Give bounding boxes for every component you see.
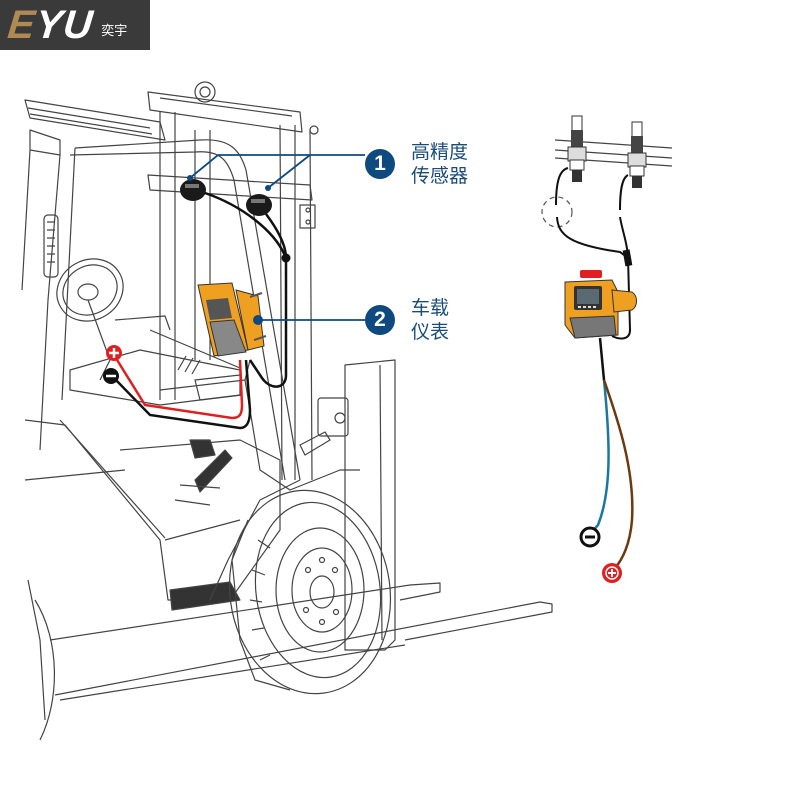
steering-wheel <box>56 258 171 381</box>
sensor-mounted-left <box>180 179 206 201</box>
positive-terminal-output <box>602 563 622 583</box>
callout-label-line: 车载 <box>411 297 450 319</box>
callout-leader-lines <box>189 154 365 321</box>
callout-label-line: 传感器 <box>411 165 469 187</box>
logo-chinese-text: 奕宇 <box>101 23 128 39</box>
positive-terminal-forklift <box>106 345 122 361</box>
callout-number-badge: 1 <box>365 149 395 179</box>
leader-dot <box>253 315 263 325</box>
sensor-mounted-right <box>246 194 272 216</box>
leader-dot <box>187 175 193 181</box>
callout-number-badge: 2 <box>365 305 395 335</box>
negative-terminal-output <box>579 526 601 548</box>
negative-terminal-forklift <box>103 368 119 384</box>
cable-junction <box>281 253 291 263</box>
detail-highlight-circle <box>541 196 573 228</box>
chassis <box>24 379 360 741</box>
sensor-probe-right <box>627 121 647 188</box>
leader-dot <box>265 185 271 191</box>
callout-label: 车载 仪表 <box>411 296 449 344</box>
onboard-instrument <box>197 282 267 357</box>
callout-instrument: 2 车载 仪表 <box>365 296 449 344</box>
output-wires <box>591 337 634 569</box>
forks <box>49 359 553 701</box>
callout-label: 高精度 传感器 <box>411 140 468 188</box>
callout-label-line: 高精度 <box>411 141 469 163</box>
brand-logo: EYU 奕宇 <box>0 0 150 50</box>
sensor-probe-left <box>567 115 587 182</box>
power-wires <box>112 354 252 430</box>
cable-splice <box>622 249 633 267</box>
callout-label-line: 仪表 <box>411 321 450 343</box>
callout-sensor: 1 高精度 传感器 <box>365 140 468 188</box>
mast <box>147 81 319 481</box>
instrument-detail <box>564 270 637 339</box>
front-wheel <box>209 479 392 695</box>
